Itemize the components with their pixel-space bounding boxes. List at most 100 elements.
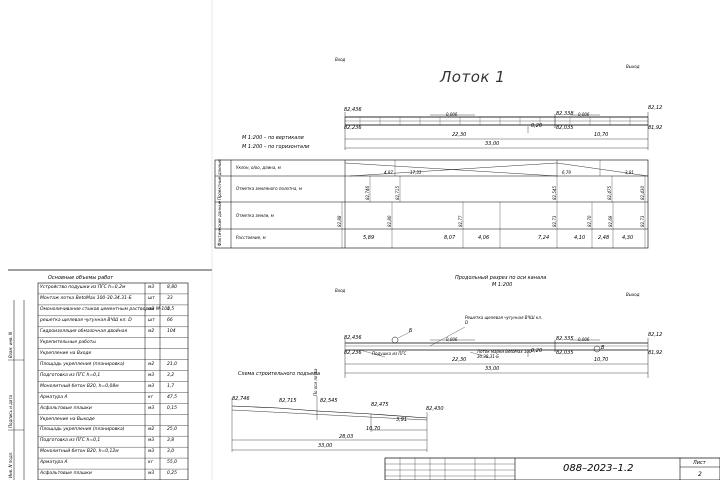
dist-val: 5,89 [363, 235, 375, 241]
volumes-row-name: Укрепление на Входе [40, 350, 92, 356]
slope-val: 17,33 [410, 170, 422, 175]
earth-val: 82,77 [458, 215, 463, 227]
slope-val: 3,91 [625, 170, 634, 175]
volumes-row-qty: 8,80 [167, 285, 178, 291]
volumes-row-qty: 55,0 [167, 460, 178, 466]
sec-elev-right-top: 82,12 [648, 332, 663, 338]
volumes-row-unit: кг [148, 460, 154, 466]
volumes-row-name: Площадь укрепления (планировка) [40, 427, 125, 433]
volumes-row-unit: шт [148, 318, 155, 323]
section-entry: Вход [335, 288, 346, 293]
scheme-dim: 28,03 [339, 434, 354, 440]
volumes-row-qty: 0,25 [167, 471, 178, 477]
dist-val: 4,30 [622, 235, 634, 241]
section-title: Продольный разрез по оси канала [455, 275, 547, 281]
sec-elev-mid-bot: 82,035 [556, 350, 574, 356]
earth-val: 82,70 [587, 215, 592, 227]
sec-slope-left: 0,006 [446, 337, 458, 342]
volumes-row-name: Площадь укрепления (планировка) [40, 361, 125, 367]
sheet-number: 2 [698, 471, 702, 478]
entry-label: Вход [335, 57, 346, 62]
volumes-row-qty: 25,0 [167, 427, 178, 433]
scheme-title: Схема строительного подъема [238, 371, 321, 377]
callout-b: Б [409, 328, 413, 334]
elev-left-bot: 82,236 [344, 125, 362, 131]
scale-horizontal: М 1:200 – по горизонтали [242, 144, 310, 150]
scheme-axis-label: По оси лотка [313, 368, 318, 396]
volumes-row-name: Гидроизоляция обмазочная двойная [40, 328, 128, 334]
slope-left-label: 0,006 [446, 112, 458, 117]
drawing-code: 088–2023–1.2 [563, 463, 634, 474]
depth-label: 0,20 [531, 123, 543, 129]
volumes-row-unit: м2 [148, 361, 155, 367]
scheme-elev: 82,746 [232, 396, 250, 402]
scheme-dim: 33,00 [318, 443, 333, 449]
earth-val: 82,69 [608, 215, 613, 227]
sec-elev-left-top: 82,436 [344, 335, 362, 341]
earth-val: 82,73 [552, 215, 557, 227]
sec-length-total: 33,00 [485, 366, 500, 372]
ground-val: 82,475 [607, 186, 612, 200]
dist-val: 2,48 [598, 235, 610, 241]
dist-val: 8,07 [444, 235, 456, 241]
stamp-replace-inv: Взам. инв. N [8, 332, 13, 358]
volumes-row-name: Асфальтовые плашки [40, 405, 92, 411]
ground-val: 82,715 [395, 186, 400, 200]
sec-elev-right-bot: 81,92 [648, 350, 663, 356]
elev-mid-top: 82,338 [556, 111, 574, 117]
volumes-row-qty: 47,5 [167, 394, 178, 400]
stamp-sign-date: Подпись и дата [8, 394, 13, 428]
volumes-row-name: Укрепительные работы [40, 339, 96, 345]
ground-val: 82,545 [552, 186, 557, 200]
earth-val: 82,88 [337, 215, 342, 227]
stamp-inv-no: Инв. N подл. [8, 451, 13, 478]
ground-val: 82,746 [365, 186, 370, 200]
scheme-drop: 3,91 [396, 417, 408, 423]
volumes-row-name: Подготовка из ПГС h=0,1 [40, 438, 101, 444]
volumes-row-name: Устройство подушки из ПГС h=0,2м [40, 285, 126, 291]
volumes-row-qty: 33 [167, 296, 173, 302]
row-slope-label: Уклон, о/оо, длина, м [236, 165, 281, 170]
slope-val: 6,79 [562, 170, 571, 175]
volumes-row-unit: шт [148, 296, 155, 302]
scheme-elev: 82,545 [320, 398, 338, 404]
length-total: 33,00 [485, 141, 500, 147]
scheme-dim: 10,70 [366, 426, 381, 432]
volumes-row-qty: 1,5 [167, 307, 175, 313]
section-scale: М 1:200 [492, 282, 513, 288]
volumes-row-unit: м3 [148, 307, 155, 313]
row-earth-label: Отметка земли, м [236, 213, 274, 218]
volumes-row-unit: м3 [148, 372, 155, 378]
volumes-row-name: Асфальтовые плашки [40, 471, 92, 477]
exit-label: Выход [626, 64, 640, 69]
sec-length-b: 10,70 [594, 357, 609, 363]
volumes-row-qty: 3,2 [167, 372, 175, 378]
slope-right-label: 0,006 [578, 112, 590, 117]
volumes-row-unit: м2 [148, 328, 155, 334]
scheme-elev: 82,475 [371, 402, 389, 408]
volumes-row-qty: 3,8 [167, 438, 175, 444]
dist-val: 4,06 [478, 235, 490, 241]
volumes-row-unit: м2 [148, 427, 155, 433]
elev-mid-bot: 82,035 [556, 125, 574, 131]
volumes-row-name: Омоноличивание стыков цементным растворо… [40, 307, 170, 313]
scale-vertical: М 1:200 – по вертикали [242, 135, 304, 141]
volumes-row-name: Укрепление на Выходе [40, 416, 95, 422]
volumes-row-unit: м3 [148, 471, 155, 477]
volumes-row-qty: 104 [167, 328, 176, 334]
ground-val: 82,430 [640, 186, 645, 200]
earth-val: 82,80 [387, 215, 392, 227]
volumes-row-name: Монтаж лотка BetoMax 100-30.34.31-Б [40, 296, 132, 302]
volumes-row-unit: м3 [148, 438, 155, 444]
volumes-row-unit: м3 [148, 383, 155, 389]
dist-val: 4,10 [574, 235, 586, 241]
volumes-title: Основные объемы работ [48, 275, 114, 281]
volumes-row-name: Арматура А [40, 460, 68, 466]
sec-depth: 0,20 [531, 348, 543, 354]
volumes-row-unit: м3 [148, 449, 155, 455]
earth-val: 82,73 [640, 215, 645, 227]
slope-val: 4,97 [384, 170, 393, 175]
volumes-row-name: Арматура А [40, 394, 68, 400]
dist-val: 7,24 [538, 235, 550, 241]
